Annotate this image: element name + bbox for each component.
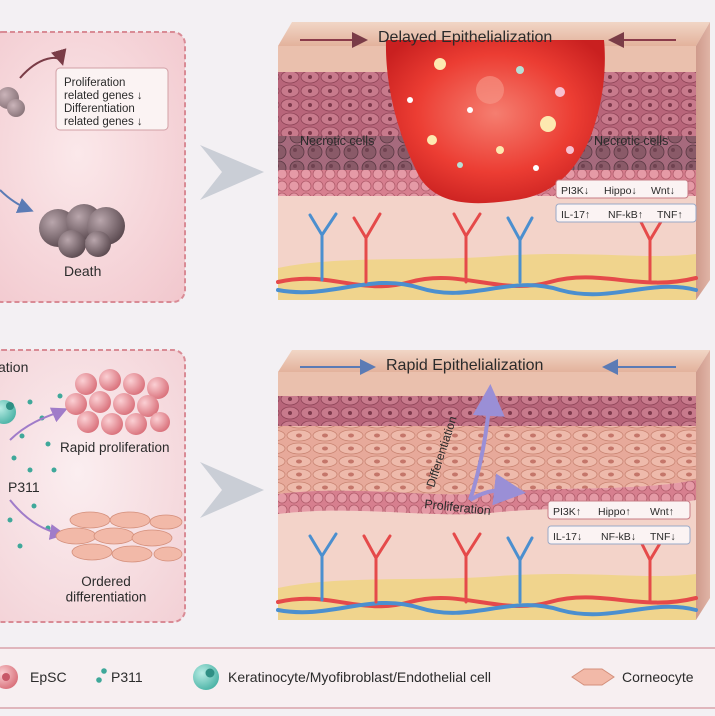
marker-hippo-bottom: Hippo↑ (598, 506, 631, 518)
dead-cell-cluster (39, 204, 125, 258)
marker-il17-top: IL-17↑ (561, 209, 590, 221)
legend-corneocyte-label: Corneocyte (622, 669, 694, 685)
arrow-to-death (0, 189, 34, 213)
necrotic-cells-right-label: Necrotic cells (594, 134, 668, 148)
p311-label: P311 (8, 479, 40, 495)
legend: EpSC P311 Keratinocyte/Myofibroblast/End… (0, 647, 715, 709)
blood-vessels-top (276, 212, 698, 297)
marker-pi3k-bottom: PI3K↑ (553, 506, 581, 518)
chevron-arrow-bottom (200, 462, 264, 518)
marker-hippo-top: Hippo↓ (604, 185, 637, 197)
marker-wnt-top: Wnt↓ (651, 185, 675, 197)
corneocyte-icon (571, 668, 615, 686)
proliferation-arrow (468, 473, 526, 506)
wound-area (385, 40, 605, 204)
keratinocyte-icon (193, 664, 219, 690)
marker-il17-bottom: IL-17↓ (553, 531, 582, 543)
rapid-proliferation-label: Rapid proliferation (60, 440, 170, 455)
bottom-left-panel: ation Rapid pro (0, 349, 186, 623)
faded-cell-cluster (0, 87, 25, 117)
top-skin-block: Delayed Epithelialization Necrotic cells… (276, 22, 710, 300)
wound-particles (407, 58, 574, 171)
marker-wnt-bottom: Wnt↑ (650, 506, 674, 518)
curved-arrow-to-genes (19, 48, 67, 79)
differentiation-arrow (468, 384, 505, 501)
corneocyte-cell-cluster (55, 511, 183, 563)
epsc-cell-cluster (65, 369, 170, 435)
bottom-skin-block: Differentiation Proliferation Rapid Epit… (276, 350, 710, 620)
legend-p311-label: P311 (111, 669, 143, 685)
marker-nfkb-bottom: NF-kB↓ (601, 531, 636, 543)
necrotic-cells-left-label: Necrotic cells (300, 134, 374, 148)
marker-tnf-top: TNF↑ (657, 209, 683, 221)
delayed-epithelialization-title: Delayed Epithelialization (378, 29, 552, 46)
keratinocyte-cell-cluster (0, 400, 16, 424)
arrow-to-proliferation (9, 407, 68, 441)
epsc-icon (0, 665, 18, 689)
death-label: Death (64, 263, 101, 279)
bottom-panel-partial-title: ation (0, 359, 28, 375)
p311-icon (96, 668, 107, 683)
proliferation-arrow-label: Proliferation (424, 497, 492, 518)
p311-dots (7, 393, 63, 549)
chevron-arrow-top (200, 145, 264, 200)
legend-keratinocyte-label: Keratinocyte/Myofibroblast/Endothelial c… (228, 669, 491, 685)
marker-tnf-bottom: TNF↓ (650, 531, 676, 543)
marker-box-bottom: PI3K↑ Hippo↑ Wnt↑ IL-17↓ NF-kB↓ TNF↓ (547, 500, 691, 545)
legend-epsc-label: EpSC (30, 669, 67, 685)
marker-nfkb-top: NF-kB↑ (608, 209, 643, 221)
rapid-epithelialization-title: Rapid Epithelialization (386, 357, 543, 374)
marker-box-top: PI3K↓ Hippo↓ Wnt↓ IL-17↑ NF-kB↑ TNF↑ (555, 179, 697, 223)
marker-pi3k-top: PI3K↓ (561, 185, 589, 197)
